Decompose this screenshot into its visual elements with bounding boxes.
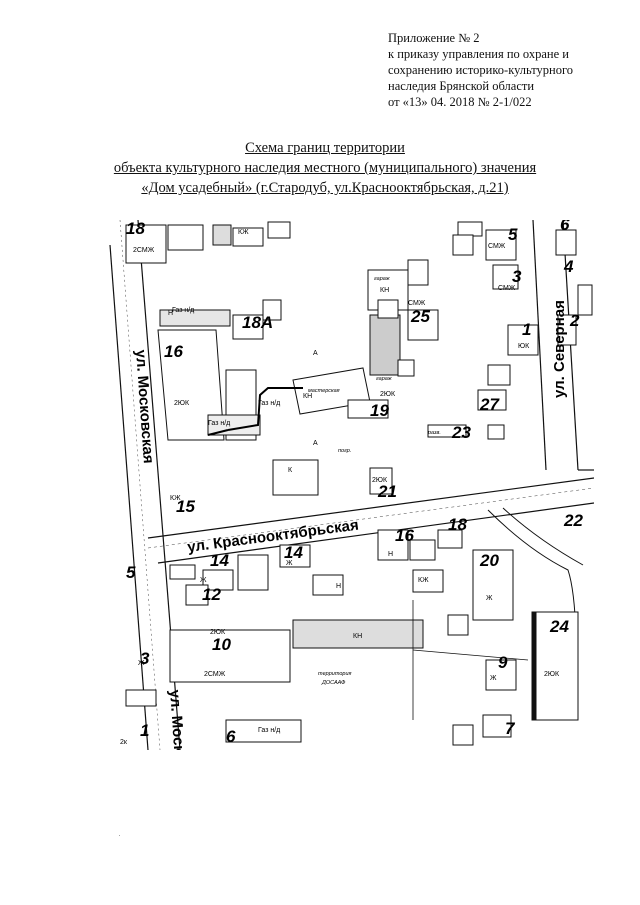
house-number: 16 [164, 342, 183, 361]
map-label: ЮК [518, 343, 530, 350]
map-label: КЖ [238, 229, 249, 236]
site-boundary [207, 387, 303, 436]
street-label-moskovskaya-lower: ул. Моск [166, 689, 187, 750]
map-annotations: 2СМЖ СМЖ СМЖ СМЖ 2СМЖ 2ЮК ЮК 2ЮК 2ЮК 2ЮК… [120, 229, 560, 746]
house-number: 1 [140, 721, 149, 740]
street-label-severnaya: ул. Северная [551, 300, 568, 398]
house-number: 19 [370, 401, 389, 420]
house-number: 24 [549, 617, 569, 636]
house-number: 18 [126, 220, 145, 238]
map-label: КН [380, 287, 389, 294]
map-label: СМЖ [488, 243, 506, 250]
house-number: 25 [410, 307, 430, 326]
annex-line: к приказу управления по охране и [388, 47, 569, 61]
map-label: Газ н/д [172, 307, 194, 314]
house-number: 10 [212, 635, 231, 654]
house-number: 2 [569, 311, 580, 330]
annex-line: от «13» 04. 2018 № 2-1/022 [388, 95, 532, 109]
page-mark: · [118, 830, 121, 840]
map-label: К [288, 467, 293, 474]
map-label: 2СМЖ [133, 247, 155, 254]
map-label: погр. [338, 448, 351, 454]
house-number: 14 [284, 543, 303, 562]
map-label: 2ЮК [380, 391, 396, 398]
map-label: 2к [120, 739, 128, 746]
map-label: Ж [286, 560, 293, 567]
map-label: гараж [376, 376, 392, 382]
buildings [125, 221, 593, 746]
map-label: Ж [200, 577, 207, 584]
map-label: 2СМЖ [204, 671, 226, 678]
map-label: Газ н/д [258, 400, 280, 407]
document-title: Схема границ территории объекта культурн… [60, 138, 590, 198]
map-label: ДОСААФ [321, 680, 346, 686]
map-label: А [313, 350, 318, 357]
dosaaf-boundary [412, 649, 529, 661]
boundary-map: ул. Московская ул. Моск ул. Краснооктябр… [108, 220, 594, 750]
map-label: Н [168, 310, 173, 317]
house-number: 5 [126, 563, 136, 582]
title-line: объекта культурного наследия местного (м… [113, 160, 537, 176]
map-svg: ул. Московская ул. Моск ул. Краснооктябр… [108, 220, 594, 750]
house-number: 23 [451, 423, 471, 442]
house-number: 18А [242, 313, 273, 332]
annex-header: Приложение № 2 к приказу управления по о… [388, 30, 628, 110]
title-line: «Дом усадебный» (г.Стародуб, ул.Красноок… [141, 180, 509, 196]
house-number: 21 [377, 482, 397, 501]
house-number: 9 [498, 653, 508, 672]
house-numbers: 18 5 6 4 3 18А 25 1 2 16 19 27 23 21 15 … [126, 220, 583, 746]
house-number: 5 [508, 225, 518, 244]
map-label: СМЖ [498, 285, 516, 292]
map-label: КЖ [170, 495, 181, 502]
map-label: 2ЮК [372, 477, 388, 484]
house-number: 3 [512, 267, 522, 286]
house-number: 22 [563, 511, 583, 530]
annex-line: наследия Брянской области [388, 79, 535, 93]
map-label: А [313, 440, 318, 447]
annex-line: Приложение № 2 [388, 31, 480, 45]
house-number: 15 [176, 497, 195, 516]
house-number: 20 [479, 551, 499, 570]
map-label: КН [353, 633, 362, 640]
map-label: Н [336, 583, 341, 590]
house-number: 14 [210, 551, 229, 570]
map-label: Ж [138, 660, 145, 667]
house-number: 18 [448, 515, 467, 534]
house-number: 3 [140, 649, 150, 668]
title-line: Схема границ территории [245, 140, 405, 156]
map-label: КН [303, 393, 312, 400]
house-number: 7 [505, 719, 516, 738]
map-label: территория [318, 671, 352, 677]
map-label: 2ЮК [210, 629, 226, 636]
map-label: гараж [374, 276, 390, 282]
annex-line: сохранению историко-культурного [388, 63, 574, 77]
krasnooktyabrskaya-street [147, 477, 594, 564]
map-label: Газ н/д [258, 727, 280, 734]
house-number: 6 [226, 727, 236, 746]
house-number: 1 [522, 320, 531, 339]
map-label: Н [388, 551, 393, 558]
map-label: Ж [490, 675, 497, 682]
map-label: Газ н/д [208, 420, 230, 427]
map-label: 2ЮК [174, 400, 190, 407]
house-number: 4 [563, 257, 574, 276]
map-label: разв. [427, 430, 441, 436]
house-number: 6 [560, 220, 570, 234]
map-label: Ж [486, 595, 493, 602]
house-number: 16 [395, 526, 414, 545]
house-number: 12 [202, 585, 221, 604]
map-label: 2ЮК [544, 671, 560, 678]
house-number: 27 [479, 395, 500, 414]
map-label: СМЖ [408, 300, 426, 307]
map-label: мастерская [308, 388, 340, 394]
map-label: КЖ [418, 577, 429, 584]
